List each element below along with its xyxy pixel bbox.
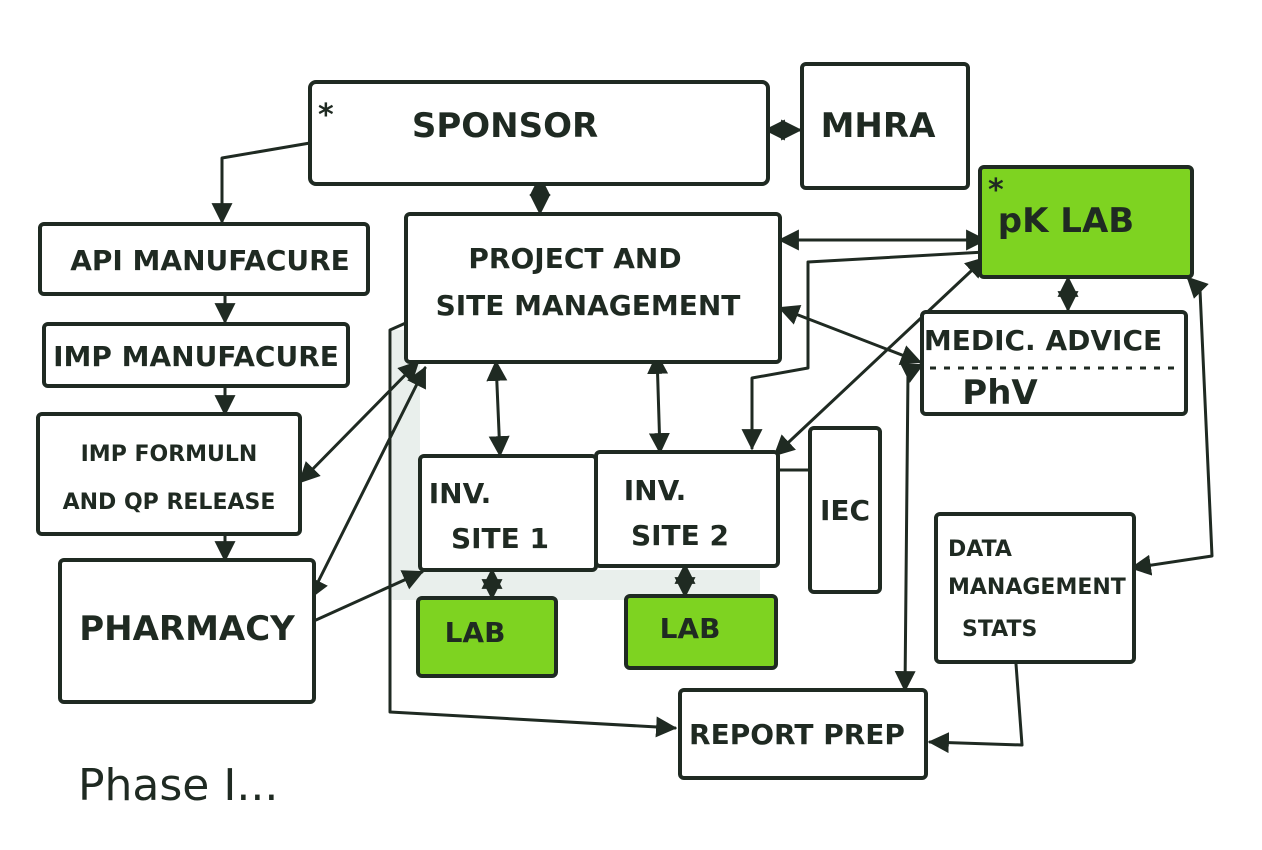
edge-project-pharmacy — [308, 366, 427, 600]
pk-lab-star: * — [988, 173, 1004, 208]
sponsor-label: SPONSOR — [412, 106, 598, 146]
node-report-prep: REPORT PREP — [678, 688, 928, 780]
imp-formulation-label-2: AND QP RELEASE — [63, 490, 276, 515]
lab-1-label: LAB — [445, 616, 506, 649]
node-lab-1: LAB — [416, 596, 558, 678]
node-inv-site-2: INV. SITE 2 — [594, 450, 780, 568]
medic-advice-label: MEDIC. ADVICE — [924, 324, 1162, 357]
node-inv-site-1: INV. SITE 1 — [418, 454, 598, 572]
node-iec: IEC — [808, 426, 882, 594]
node-medic-advice-phv: MEDIC. ADVICE PhV — [920, 310, 1188, 416]
iec-label: IEC — [820, 494, 870, 527]
phv-label: PhV — [962, 373, 1038, 413]
inv-site-1-label-2: SITE 1 — [451, 522, 549, 555]
imp-manufacture-label: IMP MANUFACURE — [53, 340, 339, 373]
imp-formulation-label-1: IMP FORMULN — [81, 442, 258, 467]
node-pharmacy: PHARMACY — [58, 558, 316, 704]
sponsor-star: * — [318, 98, 334, 133]
pk-lab-label: pK LAB — [998, 201, 1134, 241]
node-data-management-stats: DATA MANAGEMENT STATS — [934, 512, 1136, 664]
edge-pklab-site2-route — [741, 250, 987, 451]
mhra-label: MHRA — [821, 106, 936, 146]
pharmacy-label: PHARMACY — [79, 609, 295, 649]
inv-site-1-label-1: INV. — [429, 477, 492, 510]
node-sponsor: * SPONSOR — [308, 80, 770, 186]
edge-pklab-site2 — [773, 256, 987, 457]
data-label-2: MANAGEMENT — [948, 575, 1126, 600]
inv-site-2-label-2: SITE 2 — [631, 519, 729, 552]
inv-site-2-label-1: INV. — [624, 474, 687, 507]
edge-project-report — [388, 320, 678, 738]
edge-medic-report — [894, 363, 924, 693]
edge-sponsor-api — [211, 141, 312, 225]
edge-pklab-data — [1129, 276, 1214, 576]
node-api-manufacture: API MANUFACURE — [38, 222, 370, 296]
project-label-1: PROJECT AND — [468, 242, 681, 275]
node-imp-manufacture: IMP MANUFACURE — [42, 322, 350, 388]
node-pk-lab: * pK LAB — [978, 165, 1194, 279]
node-project-site-management: PROJECT AND SITE MANAGEMENT — [404, 212, 782, 364]
edge-project-medic — [778, 305, 922, 365]
edge-data-report — [927, 662, 1024, 754]
edges — [211, 119, 1214, 754]
node-mhra: MHRA — [800, 62, 970, 190]
edge-pharmacy-site1 — [314, 570, 424, 622]
diagram-caption: Phase I... — [78, 760, 278, 811]
api-manufacture-label: API MANUFACURE — [70, 244, 350, 277]
project-label-2: SITE MANAGEMENT — [436, 289, 741, 322]
report-prep-label: REPORT PREP — [689, 718, 905, 751]
edge-project-site2 — [647, 352, 670, 455]
edge-project-site1 — [486, 359, 510, 458]
data-label-1: DATA — [948, 537, 1012, 562]
node-imp-formulation: IMP FORMULN AND QP RELEASE — [36, 412, 302, 536]
lab-2-label: LAB — [660, 612, 721, 645]
shaded-region — [392, 330, 760, 600]
node-lab-2: LAB — [624, 594, 778, 670]
data-label-3: STATS — [962, 617, 1037, 642]
